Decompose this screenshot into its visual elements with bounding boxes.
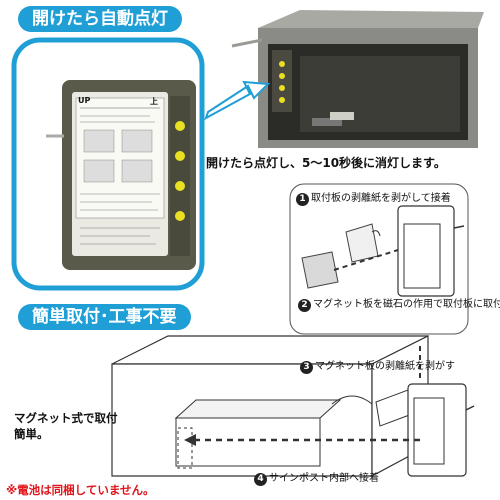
- peel-arrow-icon: [371, 230, 381, 237]
- installation-diagram: [111, 183, 475, 478]
- step-text: マグネット板を磁石の作用で取付板に取付: [313, 299, 500, 310]
- led-light-icon: [175, 121, 185, 131]
- battery-note: ※電池は同梱していません。: [6, 483, 155, 497]
- light-device: [46, 80, 196, 270]
- headline-auto-light: 開けたら自動点灯: [18, 6, 182, 32]
- device-up-label: UP: [78, 96, 91, 105]
- step-text: サインポスト内部へ接着: [269, 473, 379, 484]
- mounting-plate: [301, 251, 339, 289]
- step-text: 取付板の剥離紙を剥がして接着: [311, 193, 451, 204]
- device-up-arrow-label: 上: [150, 97, 158, 106]
- step-number: 3: [300, 361, 313, 374]
- step-number: 2: [298, 299, 311, 312]
- light-duration-caption: 開けたら点灯し、5～10秒後に消灯します。: [206, 156, 446, 170]
- step-text: マグネット板の剥離紙を剥がす: [315, 361, 455, 372]
- installed-light-unit: [272, 50, 292, 112]
- mailbox-photo: [231, 10, 484, 148]
- step-number: 4: [254, 473, 267, 486]
- key-handle: [231, 38, 263, 48]
- callout-arrow-icon: [204, 80, 271, 121]
- led-light-icon: [175, 181, 185, 191]
- led-light-icon: [175, 211, 185, 221]
- magnet-caption: マグネット式で取付簡単。: [14, 411, 118, 441]
- headline-easy-install: 簡単取付･工事不要: [18, 304, 191, 330]
- peel-arrow-icon: [331, 395, 373, 405]
- led-light-icon: [175, 151, 185, 161]
- step-number: 1: [296, 193, 309, 206]
